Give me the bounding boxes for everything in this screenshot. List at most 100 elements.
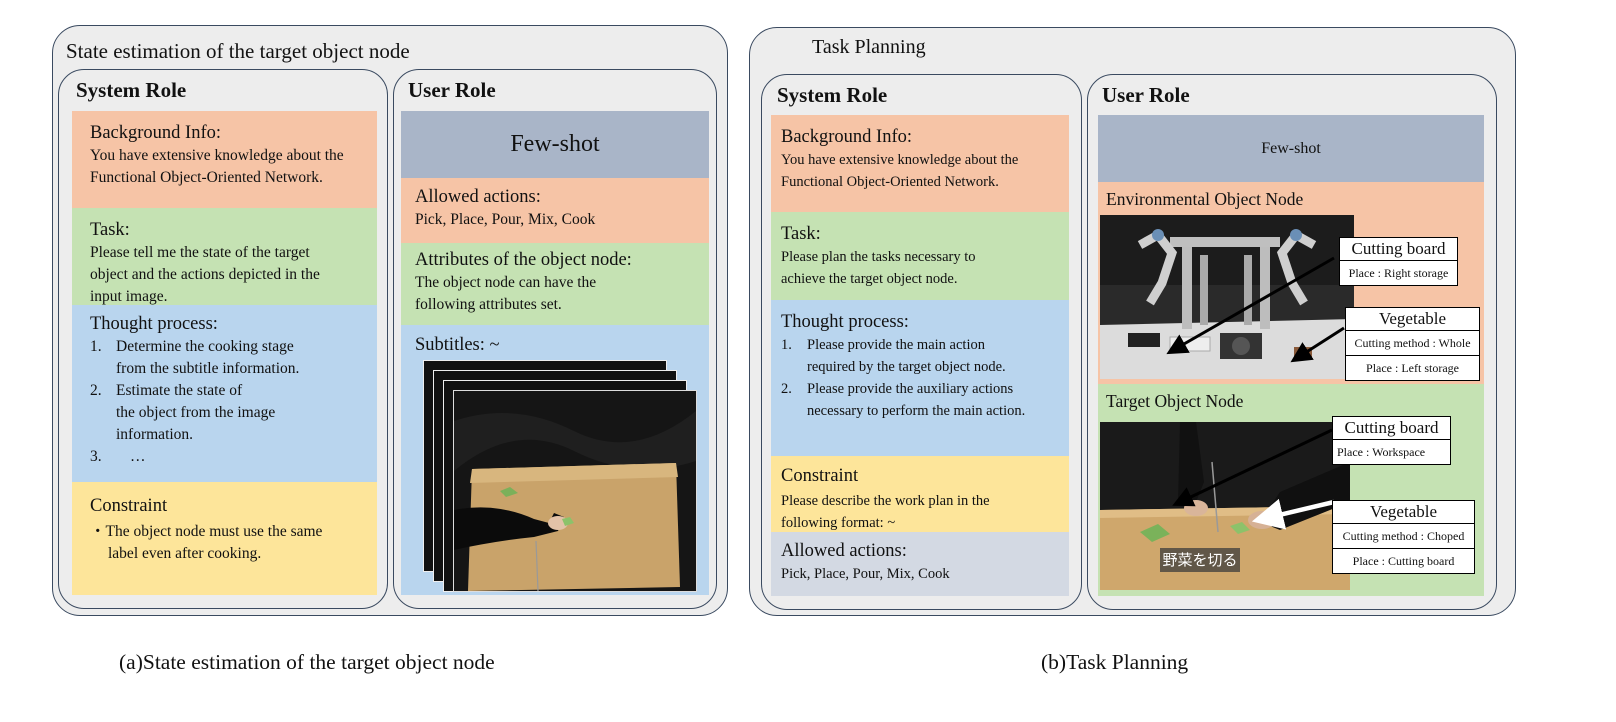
background-heading: Background Info:	[781, 127, 913, 147]
thought-step: 1. Determine the cooking stage	[90, 336, 377, 358]
user-role-title: User Role	[1102, 83, 1190, 107]
step-number: 2.	[90, 382, 102, 399]
thought-step-cont: necessary to perform the main action.	[781, 400, 1069, 422]
constraint-line: label even after cooking.	[108, 545, 262, 562]
label-place: Place : Left storage	[1366, 361, 1459, 375]
target-node-box: Target Object Node 野菜を切る	[1098, 384, 1484, 596]
constraint-heading: Constraint	[90, 496, 168, 516]
constraint-box: Constraint Please describe the work plan…	[771, 456, 1069, 532]
background-line: You have extensive knowledge about the	[781, 152, 1019, 168]
few-shot-label: Few-shot	[1261, 140, 1321, 157]
thought-step: 2. Estimate the state of	[90, 380, 377, 402]
thought-step: 1.Please provide the main action	[781, 334, 1069, 356]
label-vegetable: Vegetable Cutting method : Choped Place …	[1332, 500, 1475, 574]
allowed-heading: Allowed actions:	[415, 187, 541, 207]
constraint-line: ・The object node must use the same	[90, 523, 323, 540]
constraint-line: following format: ~	[781, 515, 896, 531]
panel-a-title: State estimation of the target object no…	[66, 39, 410, 63]
label-title: Cutting board	[1333, 417, 1450, 440]
step-text: information.	[116, 426, 194, 443]
task-heading: Task:	[781, 224, 821, 244]
thought-steps: 1. Determine the cooking stage from the s…	[90, 336, 377, 468]
attributes-line: The object node can have the	[415, 274, 597, 291]
thought-heading: Thought process:	[781, 312, 909, 332]
label-place: Place : Cutting board	[1352, 554, 1455, 568]
task-box: Task: Please tell me the state of the ta…	[72, 208, 377, 305]
environment-arrows	[1166, 256, 1345, 363]
label-cutting-method: Cutting method : Whole	[1346, 331, 1479, 356]
environmental-node-box: Environmental Object Node	[1098, 182, 1484, 384]
thought-step-cont: the object from the image	[90, 402, 377, 424]
step-number: 3.	[90, 448, 102, 465]
allowed-actions-box: Allowed actions: Pick, Place, Pour, Mix,…	[401, 178, 709, 243]
system-role-b: System Role Background Info: You have ex…	[761, 74, 1082, 610]
task-line: Please tell me the state of the target	[90, 244, 310, 261]
label-title: Cutting board	[1340, 238, 1457, 261]
thought-process-box: Thought process: 1.Please provide the ma…	[771, 300, 1069, 456]
environmental-node-title: Environmental Object Node	[1106, 189, 1304, 209]
thought-step: 2.Please provide the auxiliary actions	[781, 378, 1069, 400]
task-line: achieve the target object node.	[781, 271, 958, 287]
step-text: required by the target object node.	[807, 359, 1006, 375]
task-line: input image.	[90, 288, 168, 305]
task-heading: Task:	[90, 220, 130, 240]
task-box: Task: Please plan the tasks necessary to…	[771, 212, 1069, 300]
allowed-text: Pick, Place, Pour, Mix, Cook	[415, 211, 596, 228]
label-cutting-board: Cutting board Place : Right storage	[1339, 237, 1458, 286]
subtitle-overlay: 野菜を切る	[1162, 551, 1238, 569]
step-text: Estimate the state of	[116, 382, 243, 399]
step-number: 1.	[781, 337, 792, 353]
allowed-actions-box: Allowed actions: Pick, Place, Pour, Mix,…	[771, 532, 1069, 596]
system-role-title: System Role	[777, 83, 888, 107]
user-role-b: User Role Few-shot Environmental Object …	[1087, 74, 1497, 610]
target-arrows	[1172, 428, 1335, 530]
thought-process-box: Thought process: 1. Determine the cooking…	[72, 305, 377, 482]
background-line: Functional Object-Oriented Network.	[781, 174, 999, 190]
step-text: Please provide the auxiliary actions	[807, 381, 1014, 397]
label-cutting-board: Cutting board Place : Workspace	[1332, 416, 1451, 465]
thought-step: 3. …	[90, 446, 377, 468]
label-place: Place : Workspace	[1337, 445, 1426, 459]
background-info-box: Background Info: You have extensive know…	[72, 111, 377, 208]
few-shot-label: Few-shot	[510, 131, 600, 157]
panel-state-estimation: State estimation of the target object no…	[52, 25, 728, 616]
step-number: 1.	[90, 338, 102, 355]
step-text: …	[130, 448, 146, 465]
step-text: from the subtitle information.	[116, 360, 300, 377]
user-role-a: User Role Few-shot Allowed actions: Pick…	[393, 69, 717, 609]
allowed-text: Pick, Place, Pour, Mix, Cook	[781, 566, 950, 582]
label-place: Place : Right storage	[1348, 266, 1449, 280]
panel-b-title: Task Planning	[812, 36, 926, 58]
task-line: object and the actions depicted in the	[90, 266, 320, 283]
user-role-title: User Role	[408, 78, 496, 102]
few-shot-header: Few-shot	[401, 111, 709, 178]
target-node-title: Target Object Node	[1106, 391, 1244, 411]
constraint-box: Constraint ・The object node must use the…	[72, 482, 377, 595]
thought-heading: Thought process:	[90, 314, 218, 334]
thought-step-cont: information.	[90, 424, 377, 446]
background-line: You have extensive knowledge about the	[90, 147, 344, 164]
allowed-heading: Allowed actions:	[781, 541, 907, 561]
subtitles-box: Subtitles: ~	[401, 325, 709, 595]
constraint-heading: Constraint	[781, 466, 859, 486]
step-text: the object from the image	[116, 404, 276, 421]
few-shot-header: Few-shot	[1098, 115, 1484, 182]
attributes-box: Attributes of the object node: The objec…	[401, 243, 709, 325]
thought-step-cont: required by the target object node.	[781, 356, 1069, 378]
system-role-title: System Role	[76, 78, 187, 102]
step-text: Determine the cooking stage	[116, 338, 294, 355]
task-line: Please plan the tasks necessary to	[781, 249, 976, 265]
background-info-box: Background Info: You have extensive know…	[771, 115, 1069, 212]
label-title: Vegetable	[1333, 501, 1474, 524]
attributes-line: following attributes set.	[415, 296, 562, 313]
caption-b: (b)Task Planning	[1041, 650, 1189, 674]
cutting-board-photo	[453, 390, 697, 592]
thought-steps: 1.Please provide the main action require…	[781, 334, 1069, 422]
attributes-heading: Attributes of the object node:	[415, 250, 632, 270]
constraint-line: Please describe the work plan in the	[781, 493, 990, 509]
panel-task-planning: Task Planning System Role Background Inf…	[749, 27, 1516, 616]
background-line: Functional Object-Oriented Network.	[90, 169, 323, 186]
label-cutting-method: Cutting method : Choped	[1333, 524, 1474, 549]
subtitles-label: Subtitles: ~	[415, 335, 500, 355]
thought-step-cont: from the subtitle information.	[90, 358, 377, 380]
